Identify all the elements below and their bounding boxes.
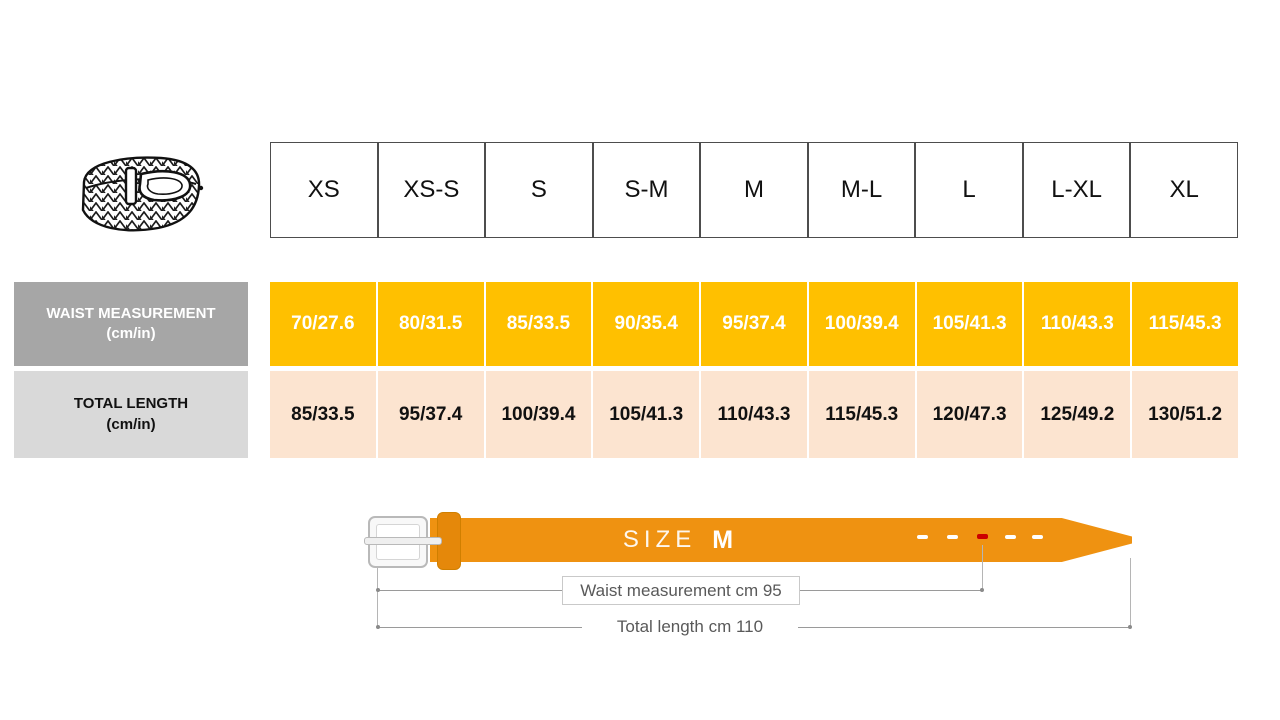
- waist-hole-guide-line: [982, 545, 983, 590]
- belt-hole: [947, 535, 958, 539]
- row-header-unit: (cm/in): [106, 325, 156, 342]
- belt-buckle-pin: [364, 537, 442, 545]
- waist-value-cell: 110/43.3: [1024, 282, 1131, 366]
- waist-measurement-note: Waist measurement cm 95: [562, 576, 800, 605]
- waist-value-cell: 115/45.3: [1132, 282, 1238, 366]
- length-value-cell: 115/45.3: [808, 371, 915, 458]
- buckle-guide-line: [377, 568, 378, 627]
- belt-hole-selected: [977, 534, 988, 539]
- tip-guide-line: [1130, 558, 1131, 627]
- total-length-note: Total length cm 110: [582, 615, 798, 639]
- size-header-cell: S-M: [592, 142, 701, 238]
- length-value-cell: 130/51.2: [1132, 371, 1238, 458]
- size-header-cell: S: [485, 142, 593, 238]
- size-header-cell: XS: [270, 142, 378, 238]
- size-header-cell: M-L: [807, 142, 916, 238]
- size-header-cell: L: [915, 142, 1023, 238]
- length-value-cell: 125/49.2: [1024, 371, 1131, 458]
- size-header-cell: L-XL: [1022, 142, 1131, 238]
- size-header-cell: XS-S: [377, 142, 486, 238]
- length-value-cell: 110/43.3: [701, 371, 807, 458]
- total-length-row: 85/33.5 95/37.4 100/39.4 105/41.3 110/43…: [270, 371, 1238, 458]
- size-header-row: XS XS-S S S-M M M-L L L-XL XL: [270, 142, 1238, 238]
- waist-value-cell: 90/35.4: [593, 282, 700, 366]
- waist-value-cell: 85/33.5: [485, 282, 592, 366]
- size-value: M: [712, 525, 734, 554]
- length-value-cell: 85/33.5: [270, 371, 376, 458]
- waist-value-cell: 95/37.4: [701, 282, 807, 366]
- total-length-row-header: TOTAL LENGTH (cm/in): [14, 371, 248, 458]
- dimension-endpoint: [376, 588, 380, 592]
- belt-strap: [430, 518, 1132, 562]
- waist-value-cell: 100/39.4: [808, 282, 915, 366]
- belt-hole: [1032, 535, 1043, 539]
- belt-size-label: SIZE M: [558, 518, 798, 562]
- length-value-cell: 95/37.4: [377, 371, 484, 458]
- size-word: SIZE: [622, 526, 697, 553]
- row-header-label: WAIST MEASUREMENT: [46, 304, 216, 322]
- length-value-cell: 105/41.3: [593, 371, 700, 458]
- waist-measurement-row-header: WAIST MEASUREMENT (cm/in): [14, 282, 248, 366]
- waist-value-cell: 105/41.3: [916, 282, 1023, 366]
- dimension-endpoint: [980, 588, 984, 592]
- waist-value-cell: 80/31.5: [377, 282, 484, 366]
- braided-belt-icon: [81, 156, 204, 232]
- length-value-cell: 120/47.3: [916, 371, 1023, 458]
- belt-hole: [917, 535, 928, 539]
- size-header-cell: M: [700, 142, 808, 238]
- size-header-cell: XL: [1130, 142, 1238, 238]
- belt-hole: [1005, 535, 1016, 539]
- waist-measurement-row: 70/27.6 80/31.5 85/33.5 90/35.4 95/37.4 …: [270, 282, 1238, 366]
- waist-value-cell: 70/27.6: [270, 282, 376, 366]
- dimension-endpoint: [1128, 625, 1132, 629]
- dimension-endpoint: [376, 625, 380, 629]
- length-value-cell: 100/39.4: [485, 371, 592, 458]
- row-header-unit: (cm/in): [106, 415, 156, 433]
- row-header-label: TOTAL LENGTH: [73, 395, 189, 413]
